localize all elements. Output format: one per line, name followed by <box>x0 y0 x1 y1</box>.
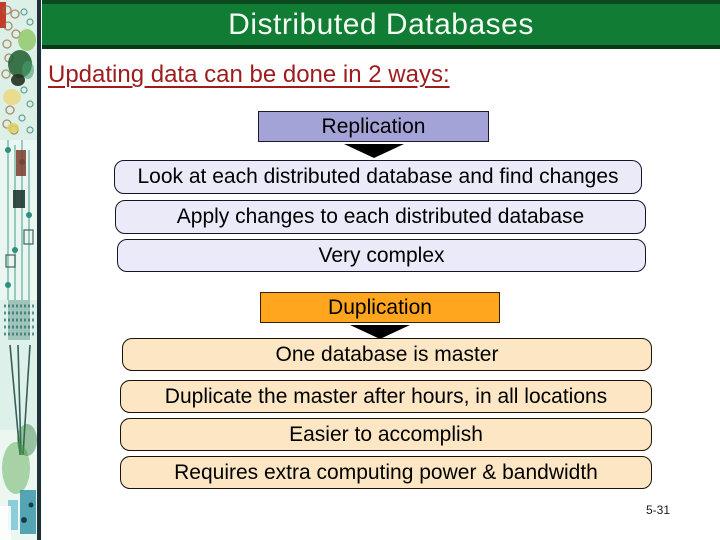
duplication-label: Duplication <box>328 295 432 319</box>
page-number: 5-31 <box>646 503 671 517</box>
replication-item: Very complex <box>117 239 646 272</box>
duplication-header-box: Duplication <box>260 292 500 323</box>
down-arrow-icon <box>350 325 410 339</box>
duplication-item: Easier to accomplish <box>120 418 652 451</box>
duplication-item: One database is master <box>122 338 652 371</box>
duplication-item: Duplicate the master after hours, in all… <box>120 380 652 413</box>
duplication-item: Requires extra computing power & bandwid… <box>120 456 652 489</box>
title-bar: Distributed Databases <box>42 0 720 49</box>
replication-header-box: Replication <box>258 111 489 142</box>
slide-heading: Updating data can be done in 2 ways: <box>48 61 450 88</box>
replication-label: Replication <box>321 114 426 138</box>
page-title: Distributed Databases <box>228 7 534 41</box>
replication-item: Look at each distributed database and fi… <box>114 160 642 194</box>
circuit-collage-image <box>0 0 42 540</box>
down-arrow-icon <box>344 144 404 158</box>
decorative-strip <box>0 0 42 540</box>
replication-item: Apply changes to each distributed databa… <box>115 200 646 234</box>
